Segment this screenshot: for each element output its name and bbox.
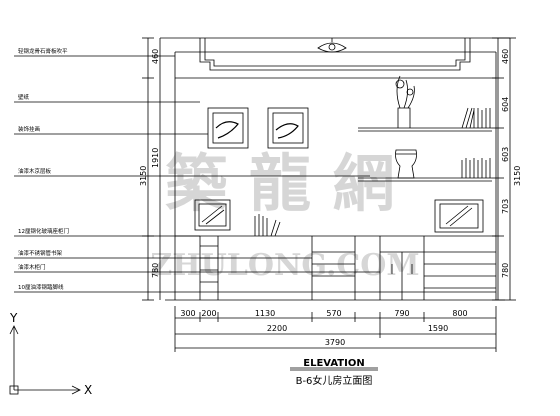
dim-b5: 790 (394, 309, 409, 318)
dim-right-3: 603 (501, 147, 510, 162)
dim-left-top: 460 (151, 49, 160, 64)
label-painting: 装饰挂画 (18, 125, 40, 133)
dim-right-total: 3150 (513, 166, 522, 186)
label-steel-rack: 油漆不锈钢管书架 (18, 249, 63, 257)
dim-b6: 800 (452, 309, 467, 318)
watermark-cn: 築 龍 網 (165, 147, 394, 220)
left-dimensions: 460 1910 780 3150 (139, 49, 160, 278)
watermark-en: ZHULONG.COM (150, 248, 419, 283)
dim-left-total: 3150 (139, 166, 148, 186)
dim-right-1: 460 (501, 49, 510, 64)
dim-right-2: 604 (501, 97, 510, 112)
dim-b-left-span: 2200 (267, 324, 287, 333)
dim-b-right-span: 1590 (428, 324, 448, 333)
label-shelf-board: 油漆木京层板 (18, 167, 52, 175)
watermark: 築 龍 網 ZHULONG.COM (150, 147, 419, 283)
dim-left-low: 780 (151, 263, 160, 278)
dim-b2: 200 (201, 309, 216, 318)
dim-right-4: 703 (501, 199, 510, 214)
drawing-subtitle: B-6女儿房立面图 (296, 374, 373, 387)
dim-b3: 1130 (255, 309, 275, 318)
callout-labels: 轻钢龙骨石膏板吹平 壁纸 装饰挂画 油漆木京层板 12厘钢化玻璃座柜门 油漆不锈… (18, 47, 69, 291)
label-wallpaper: 壁纸 (18, 93, 30, 101)
label-ceiling: 轻钢龙骨石膏板吹平 (18, 47, 68, 55)
right-dimensions: 460 604 603 703 780 3150 (501, 49, 522, 278)
label-cabinet-door: 油漆木柜门 (18, 263, 46, 271)
axis-y-label: Y (9, 311, 18, 325)
dim-b4: 570 (326, 309, 341, 318)
dim-left-wall: 1910 (151, 148, 160, 168)
axis-x-label: X (84, 383, 92, 397)
dim-b-total: 3790 (325, 338, 345, 347)
dim-right-5: 780 (501, 263, 510, 278)
bottom-dimensions: 300 200 1130 570 790 800 2200 1590 3790 (180, 309, 467, 347)
label-skirting: 10厘油漆钢踏脚线 (18, 283, 64, 291)
drawing-title: ELEVATION (303, 358, 364, 369)
label-glass-door: 12厘钢化玻璃座柜门 (18, 227, 69, 235)
dim-b1: 300 (180, 309, 195, 318)
